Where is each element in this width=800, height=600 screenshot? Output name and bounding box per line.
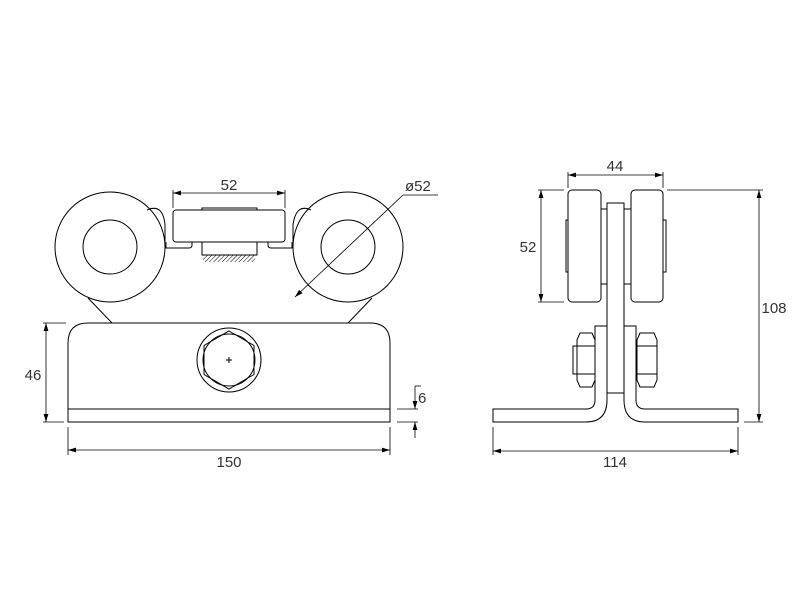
center-plate bbox=[606, 202, 625, 394]
dim-label: ø52 bbox=[405, 178, 431, 195]
dimension-wheel-diameter: ø52 bbox=[294, 178, 438, 298]
right-wheel bbox=[630, 189, 664, 303]
dim-label: 44 bbox=[607, 158, 624, 175]
dim-label: 6 bbox=[418, 390, 426, 407]
dim-label: 150 bbox=[216, 454, 241, 471]
side-view: 44 52 108 114 bbox=[492, 158, 787, 471]
dimension-plate-thickness: 6 bbox=[397, 385, 426, 438]
knurled-hatch bbox=[203, 255, 255, 262]
hex-bolt bbox=[196, 327, 262, 393]
top-carriage bbox=[165, 207, 293, 262]
dim-label: 52 bbox=[520, 239, 537, 256]
dimension-wheel-span: 44 bbox=[567, 158, 664, 188]
left-wheel bbox=[54, 191, 166, 303]
right-wheel bbox=[292, 191, 404, 303]
left-wheel bbox=[567, 189, 602, 303]
dimension-height: 46 bbox=[25, 322, 66, 423]
bracket-base bbox=[492, 325, 739, 423]
dim-label: 52 bbox=[221, 177, 238, 194]
dimension-total-height: 108 bbox=[667, 189, 787, 423]
front-view: 52 ø52 46 6 150 bbox=[25, 177, 438, 471]
left-nut bbox=[572, 332, 596, 388]
dimension-total-width: 150 bbox=[67, 427, 391, 471]
dim-label: 46 bbox=[25, 367, 42, 384]
base-block bbox=[67, 322, 391, 423]
right-nut bbox=[636, 332, 658, 388]
dimension-top-width: 52 bbox=[172, 177, 286, 208]
dimension-wheel-height: 52 bbox=[520, 189, 564, 303]
dimension-base-width: 114 bbox=[492, 427, 739, 471]
dim-label: 108 bbox=[761, 300, 786, 317]
dim-label: 114 bbox=[603, 454, 627, 471]
